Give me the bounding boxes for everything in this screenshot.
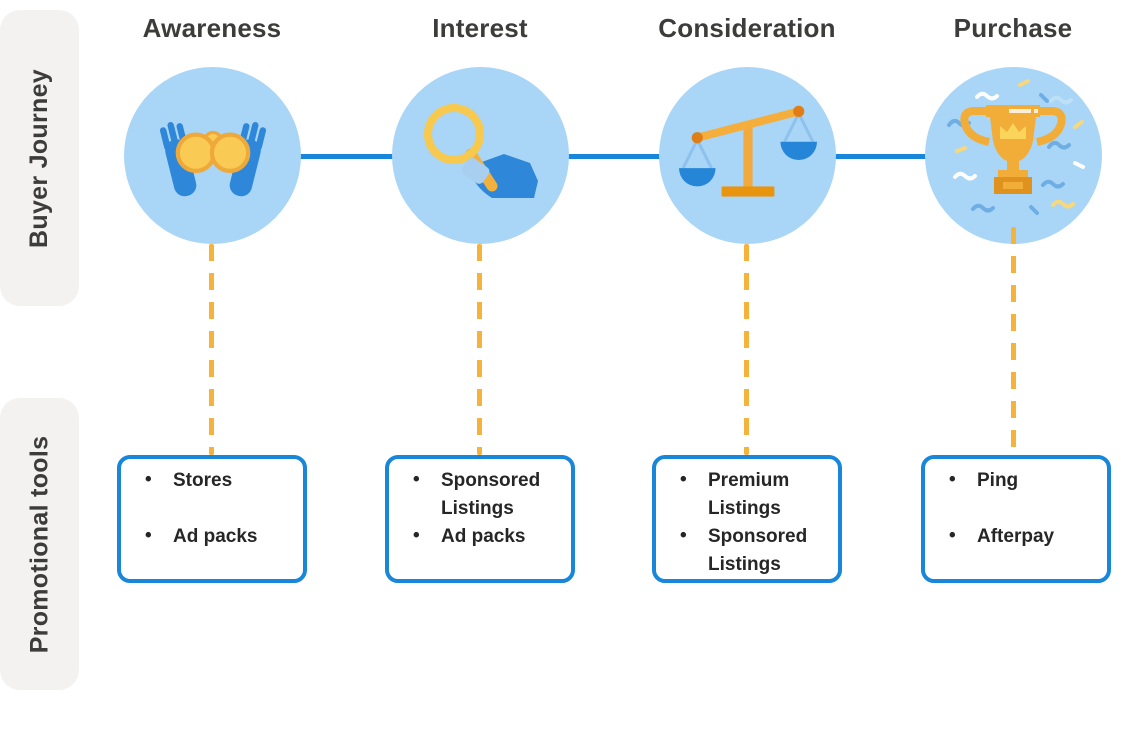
promo-item: Ad packs [389, 522, 565, 551]
band-promotional-tools: Promotional tools [0, 398, 79, 690]
promo-item: Afterpay [925, 522, 1101, 551]
promo-item: Ad packs [121, 522, 297, 551]
promo-box-purchase: Ping Afterpay [921, 455, 1111, 583]
trophy-icon [947, 79, 1085, 215]
band-promotional-tools-label: Promotional tools [25, 435, 54, 653]
promo-list: Ping Afterpay [925, 459, 1107, 579]
dashed-drop-line [1011, 227, 1016, 455]
connector-line [296, 154, 396, 159]
dashed-drop-line [477, 244, 482, 455]
stage-circle-interest [392, 67, 569, 244]
dashed-drop-line [744, 244, 749, 455]
promo-item: Stores [121, 466, 297, 495]
promo-box-consideration: Premium Listings Sponsored Listings [652, 455, 842, 583]
promo-item: Premium Listings [656, 466, 832, 523]
magnifier-icon [423, 103, 538, 198]
stage-title-purchase: Purchase [953, 13, 1073, 43]
promo-list: Premium Listings Sponsored Listings [656, 459, 838, 579]
stage-title-interest: Interest [432, 13, 528, 43]
stage-circle-consideration [659, 67, 836, 244]
stage-title-awareness: Awareness [142, 13, 282, 43]
promo-box-interest: Sponsored Listings Ad packs [385, 455, 575, 583]
stage-title-consideration: Consideration [658, 13, 836, 43]
connector-line [830, 154, 930, 159]
band-buyer-journey: Buyer Journey [0, 10, 79, 306]
dashed-drop-line [209, 244, 214, 455]
stage-circle-purchase [925, 67, 1102, 244]
scales-icon [678, 105, 817, 197]
band-buyer-journey-label: Buyer Journey [25, 68, 53, 248]
promo-list: Stores Ad packs [121, 459, 303, 579]
promo-box-awareness: Stores Ad packs [117, 455, 307, 583]
connector-line [563, 154, 664, 159]
binoculars-icon [159, 121, 266, 196]
promo-item: Sponsored Listings [656, 522, 832, 579]
stage-circle-awareness [124, 67, 301, 244]
promo-item: Ping [925, 466, 1101, 495]
promo-item: Sponsored Listings [389, 466, 565, 523]
promo-list: Sponsored Listings Ad packs [389, 459, 571, 579]
